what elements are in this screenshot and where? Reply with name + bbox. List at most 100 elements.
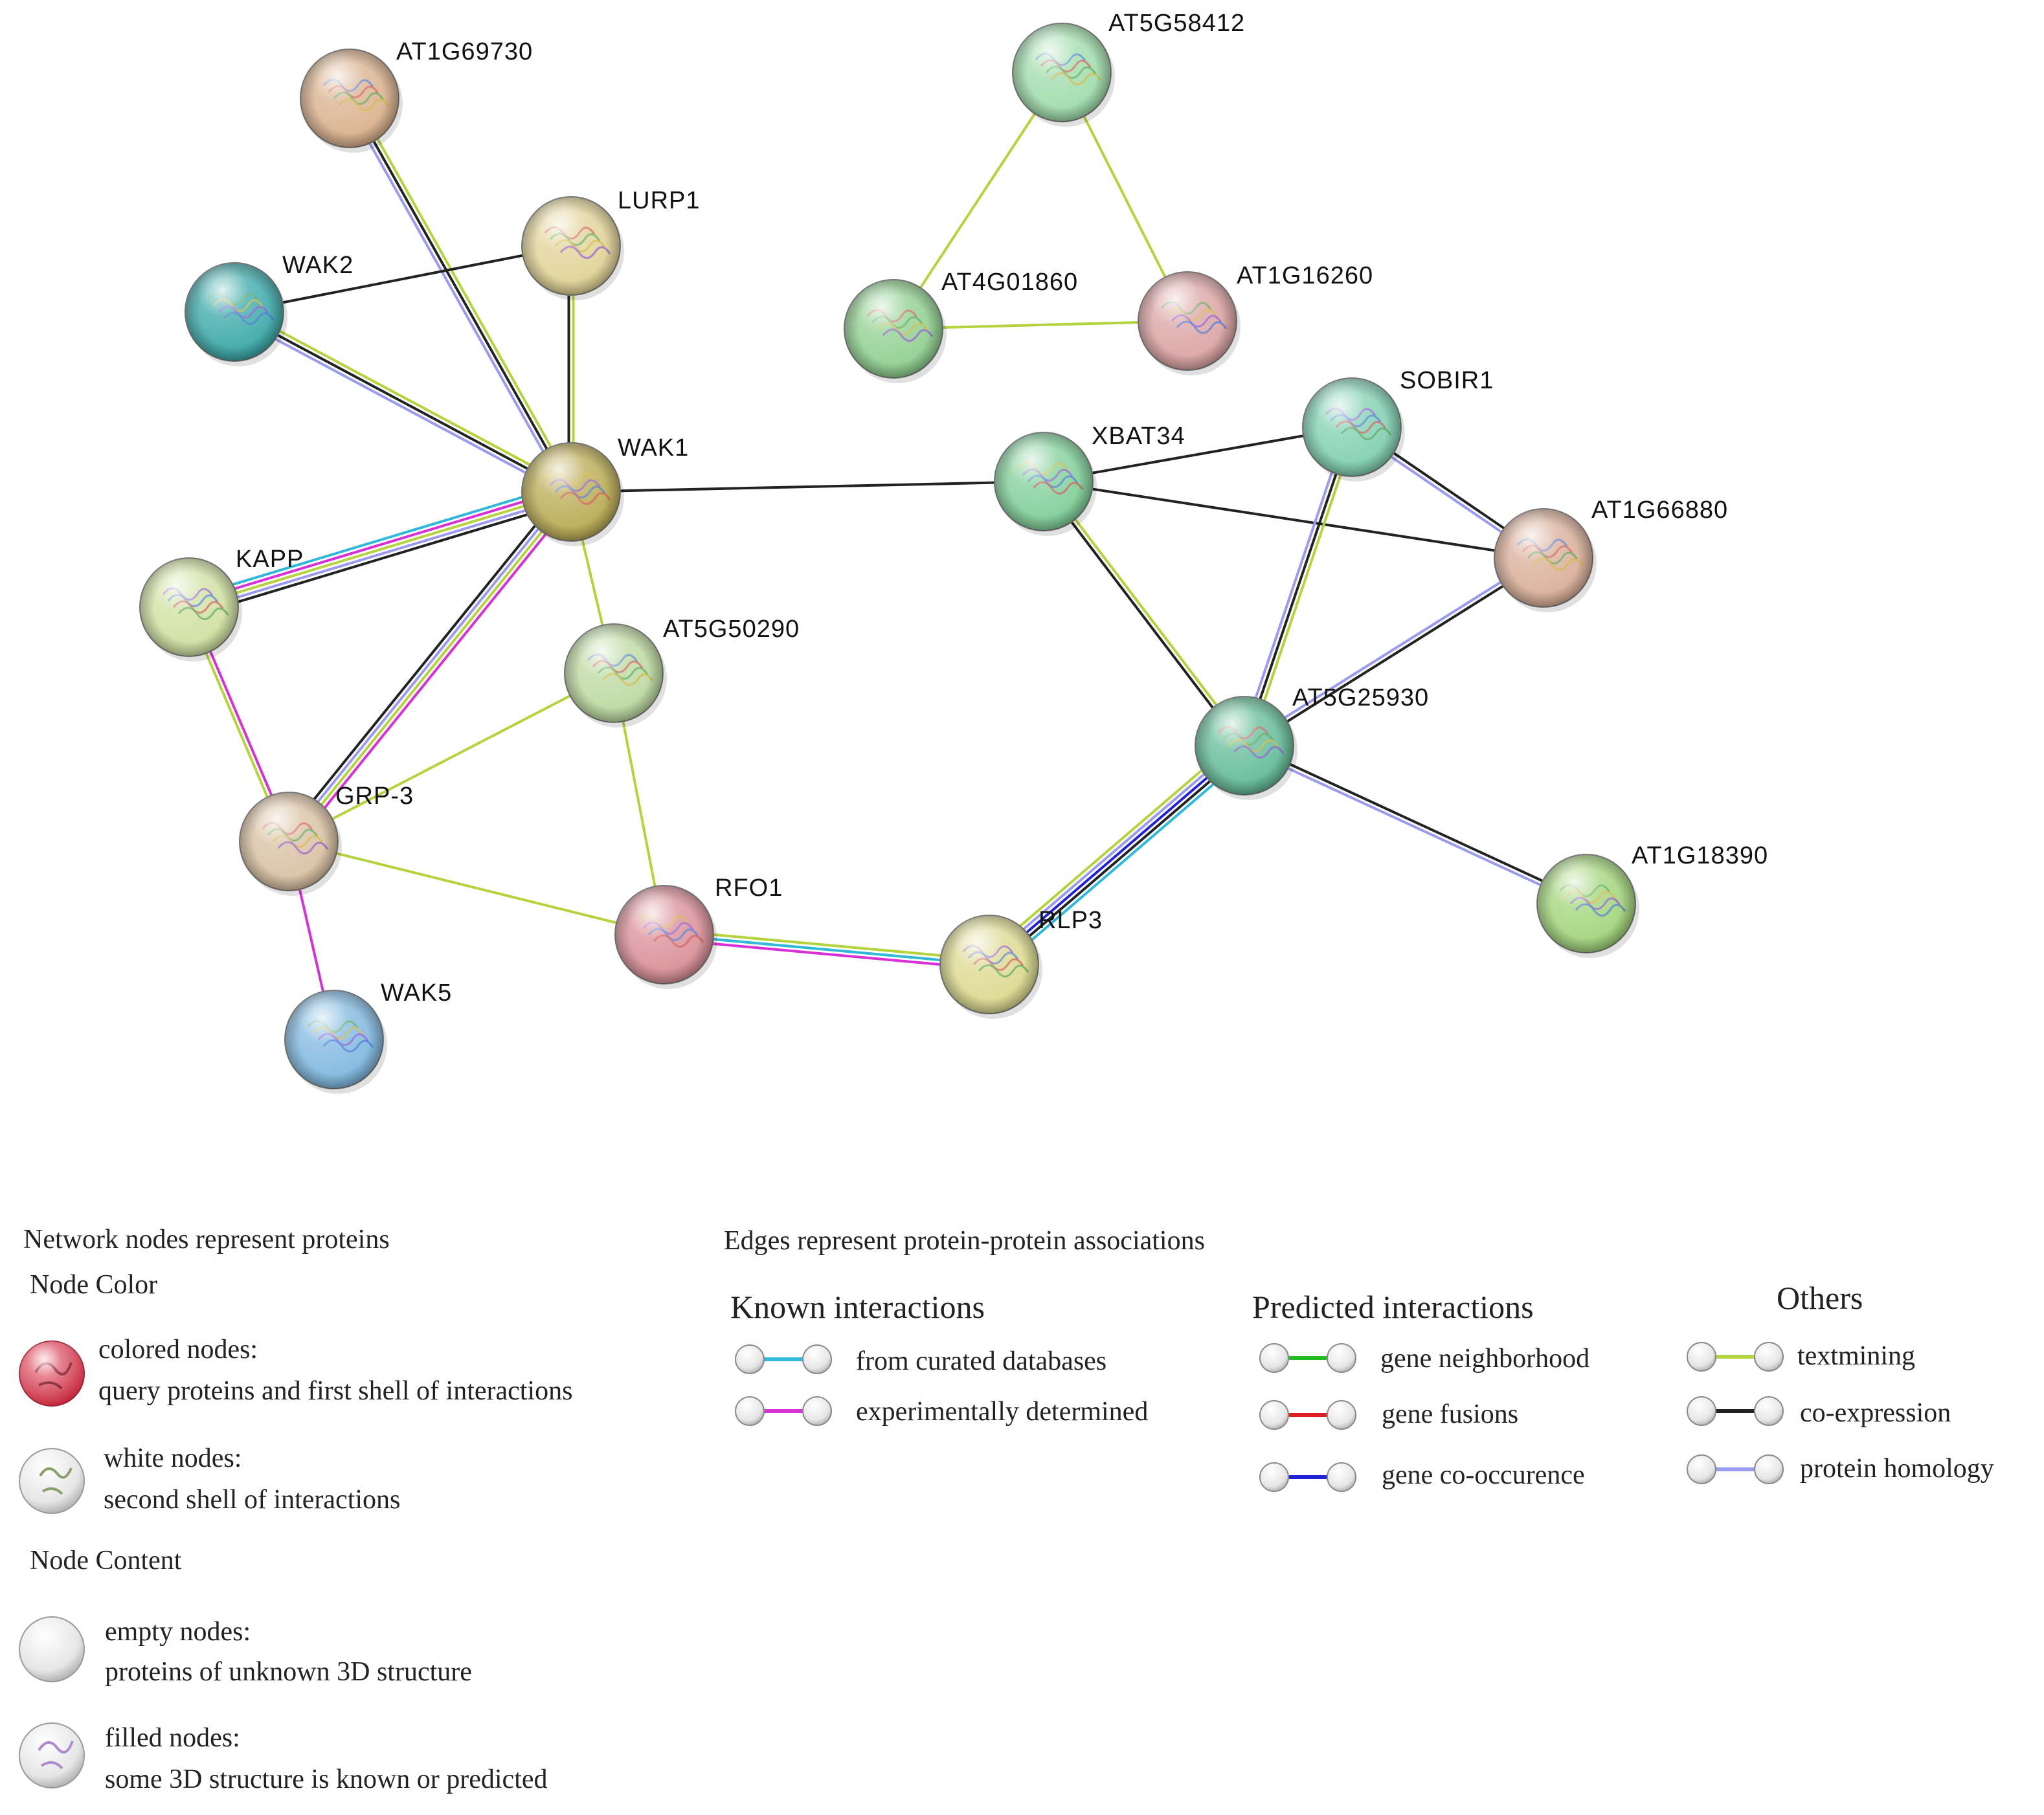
edge-line-homology xyxy=(985,740,1243,963)
node-highlight xyxy=(522,443,620,541)
legend-empty-nodes-line2: proteins of unknown 3D structure xyxy=(105,1657,472,1687)
legend-empty-nodes-line1: empty nodes: xyxy=(105,1617,251,1647)
node-highlight xyxy=(1195,696,1294,795)
legend-line-homology xyxy=(1687,1454,1784,1484)
edge-line-coexpression xyxy=(991,748,1249,970)
edge-AT5G50290-GRP-3 xyxy=(287,672,615,843)
node-AT1G66880[interactable]: AT1G66880 xyxy=(1494,496,1728,612)
legend-sample-ball xyxy=(1754,1454,1784,1484)
legend-sample-ball xyxy=(735,1396,765,1426)
node-AT5G50290[interactable]: AT5G50290 xyxy=(564,616,800,728)
legend-sample-ball xyxy=(735,1344,765,1374)
legend-sample-ball xyxy=(802,1344,832,1374)
edge-line-homology xyxy=(286,489,571,841)
node-WAK1[interactable]: WAK1 xyxy=(521,434,689,546)
node-label-WAK2: WAK2 xyxy=(282,252,354,279)
legend-colored-node-sample xyxy=(19,1341,85,1407)
node-AT1G16260[interactable]: AT1G16260 xyxy=(1138,262,1373,375)
node-label-AT1G16260: AT1G16260 xyxy=(1237,262,1373,289)
legend-gene-cooccurence-label: gene co-occurence xyxy=(1382,1460,1585,1490)
legend-line-curated xyxy=(735,1344,832,1374)
edge-line-coexpression xyxy=(348,97,572,493)
edge-line-textmining xyxy=(892,71,1063,330)
node-highlight xyxy=(940,915,1039,1014)
edge-line-homology xyxy=(1242,555,1544,746)
node-WAK2[interactable]: WAK2 xyxy=(185,252,354,366)
node-label-RLP3: RLP3 xyxy=(1039,907,1103,934)
legend-nodes-title: Network nodes represent proteins xyxy=(23,1225,390,1254)
legend-line-gene-cooccurence xyxy=(1259,1462,1356,1492)
edge-line-homology xyxy=(1239,424,1349,746)
legend-predicted-heading: Predicted interactions xyxy=(1252,1289,1534,1325)
edge-WAK1-XBAT34 xyxy=(570,480,1045,493)
edge-AT1G66880-AT5G25930 xyxy=(1242,555,1546,749)
node-highlight xyxy=(240,792,338,891)
node-label-GRP-3: GRP-3 xyxy=(335,783,414,810)
edge-line-textmining xyxy=(287,840,666,936)
node-highlight xyxy=(140,558,238,656)
node-AT1G18390[interactable]: AT1G18390 xyxy=(1536,842,1768,958)
legend-sample-ball xyxy=(1327,1343,1356,1373)
node-label-RFO1: RFO1 xyxy=(715,874,783,902)
node-highlight xyxy=(522,197,620,295)
legend-node-content-heading: Node Content xyxy=(30,1546,182,1576)
edge-line-homology xyxy=(230,315,570,498)
node-AT5G58412[interactable]: AT5G58412 xyxy=(1012,10,1245,127)
edge-XBAT34-AT5G25930 xyxy=(1040,478,1248,749)
legend-sample-ball xyxy=(1327,1462,1356,1492)
legend-colored-nodes-line2: query proteins and first shell of intera… xyxy=(98,1376,572,1406)
edge-WAK2-LURP1 xyxy=(233,245,572,313)
legend-textmining-label: textmining xyxy=(1797,1341,1915,1371)
legend-curated-label: from curated databases xyxy=(856,1346,1106,1376)
edge-line-textmining xyxy=(352,95,577,491)
node-RFO1[interactable]: RFO1 xyxy=(614,874,783,989)
node-RLP3[interactable]: RLP3 xyxy=(939,907,1103,1019)
node-AT4G01860[interactable]: AT4G01860 xyxy=(844,269,1078,383)
edge-line-textmining xyxy=(188,491,572,608)
legend-line-experimental xyxy=(735,1396,832,1426)
edge-line-textmining xyxy=(663,929,991,962)
legend-gene-neighborhood-label: gene neighborhood xyxy=(1380,1344,1589,1374)
legend-white-nodes-line1: white nodes: xyxy=(104,1443,241,1473)
legend-sample-ball xyxy=(1687,1342,1716,1372)
legend-edges-title: Edges represent protein-protein associat… xyxy=(724,1226,1205,1256)
node-AT1G69730[interactable]: AT1G69730 xyxy=(300,38,533,153)
edge-line-textmining xyxy=(287,672,615,843)
legend-line-coexpression xyxy=(1687,1396,1784,1426)
legend-filled-nodes-line2: some 3D structure is known or predicted xyxy=(105,1765,548,1794)
node-label-AT4G01860: AT4G01860 xyxy=(941,269,1078,296)
edge-line-coexpression xyxy=(1042,480,1545,559)
legend-empty-node-sample xyxy=(19,1616,85,1682)
edge-XBAT34-SOBIR1 xyxy=(1042,426,1353,483)
edge-line-experimental xyxy=(293,495,578,847)
node-LURP1[interactable]: LURP1 xyxy=(521,187,701,300)
node-label-AT1G69730: AT1G69730 xyxy=(396,38,533,65)
node-SOBIR1[interactable]: SOBIR1 xyxy=(1302,367,1494,482)
edge-line-curated xyxy=(185,482,570,600)
legend-others-heading: Others xyxy=(1777,1280,1863,1316)
node-KAPP[interactable]: KAPP xyxy=(139,546,304,662)
node-WAK5[interactable]: WAK5 xyxy=(284,979,452,1094)
node-label-AT1G66880: AT1G66880 xyxy=(1591,496,1728,524)
node-highlight xyxy=(1494,509,1593,607)
node-XBAT34[interactable]: XBAT34 xyxy=(994,423,1185,536)
node-AT5G25930[interactable]: AT5G25930 xyxy=(1195,684,1429,800)
edge-line-curated xyxy=(994,751,1252,973)
node-label-SOBIR1: SOBIR1 xyxy=(1400,367,1494,394)
edge-RFO1-RLP3 xyxy=(662,929,991,970)
node-highlight xyxy=(994,432,1093,531)
node-highlight xyxy=(300,49,399,148)
legend-coexpression-label: co-expression xyxy=(1800,1398,1951,1428)
edge-AT5G25930-AT1G18390 xyxy=(1242,742,1589,908)
edge-line-gene_cooccurence xyxy=(988,744,1246,966)
node-GRP-3[interactable]: GRP-3 xyxy=(239,783,414,896)
edge-WAK2-WAK1 xyxy=(230,306,575,498)
node-highlight xyxy=(565,624,663,722)
edge-WAK1-GRP-3 xyxy=(282,486,578,847)
node-label-AT5G25930: AT5G25930 xyxy=(1292,684,1429,711)
node-label-AT5G58412: AT5G58412 xyxy=(1108,10,1245,37)
legend-node-color-heading: Node Color xyxy=(30,1270,157,1300)
node-highlight xyxy=(844,280,943,378)
legend-gene-fusions-label: gene fusions xyxy=(1382,1399,1518,1429)
